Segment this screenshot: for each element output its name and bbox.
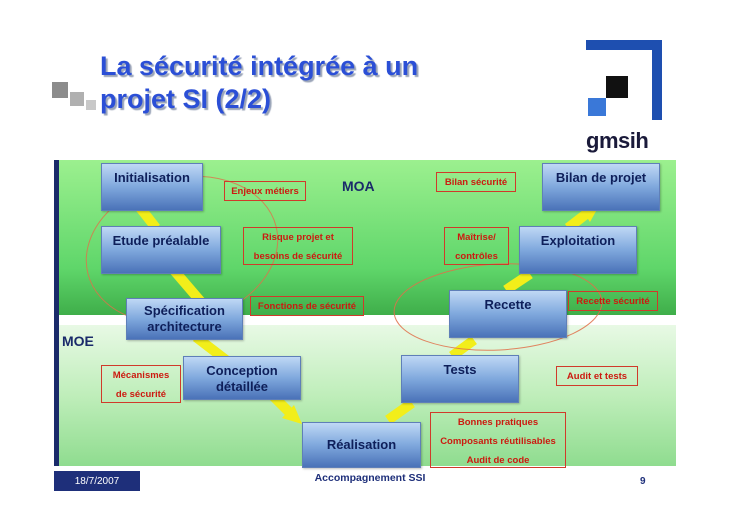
phase-tests-label: Tests <box>443 362 477 377</box>
phase-specification-line2: architecture <box>147 319 222 334</box>
note-mecanismes-securite: Mécanismes de sécurité <box>101 365 181 403</box>
note-recette-securite: Recette sécurité <box>568 291 658 311</box>
phase-initialisation: Initialisation <box>101 163 203 211</box>
phase-recette: Recette <box>449 290 567 338</box>
note-audit-code-text: Audit de code <box>466 455 530 466</box>
note-bonnes-text: Bonnes pratiques <box>457 417 539 428</box>
phase-exploitation: Exploitation <box>519 226 637 274</box>
moe-label: MOE <box>62 333 94 349</box>
note-bonnes-pratiques: Bonnes pratiques Composants réutilisable… <box>430 412 566 468</box>
phase-etude-prealable: Etude préalable <box>101 226 221 274</box>
page-title: La sécurité intégrée à un projet SI (2/2… <box>100 50 520 116</box>
note-maitrise-controles: Maîtrise/ contrôles <box>444 227 509 265</box>
title-decoration-square-2 <box>70 92 84 106</box>
note-audit-tests-text: Audit et tests <box>566 371 628 382</box>
note-risque-line2: besoins de sécurité <box>253 251 343 262</box>
note-fonctions-text: Fonctions de sécurité <box>257 301 357 312</box>
note-mecanismes-line1: Mécanismes <box>112 370 170 381</box>
phase-initialisation-label: Initialisation <box>114 170 190 185</box>
footer-date: 18/7/2007 <box>54 471 140 491</box>
phase-specification-line1: Spécification <box>144 303 225 318</box>
note-risque-line1: Risque projet et <box>262 232 334 243</box>
phase-conception-line1: Conception <box>206 363 278 378</box>
note-mecanismes-line2: de sécurité <box>115 389 167 400</box>
logo-text: gmsih <box>586 128 649 153</box>
phase-bilan-de-projet: Bilan de projet <box>542 163 660 211</box>
note-fonctions-securite: Fonctions de sécurité <box>250 296 364 316</box>
zone-edge-bar <box>54 160 59 466</box>
note-audit-tests: Audit et tests <box>556 366 638 386</box>
note-recette-securite-text: Recette sécurité <box>576 296 650 307</box>
page-number: 9 <box>640 476 646 487</box>
page-title-line2: projet SI (2/2) <box>100 84 272 114</box>
note-maitrise-line2: contrôles <box>455 251 498 262</box>
moa-label: MOA <box>342 178 375 194</box>
note-maitrise-line1: Maîtrise/ <box>457 232 496 243</box>
phase-exploitation-label: Exploitation <box>540 233 616 248</box>
phase-realisation-label: Réalisation <box>326 437 397 452</box>
page-title-line1: La sécurité intégrée à un <box>100 51 419 81</box>
note-bilan-securite-text: Bilan sécurité <box>444 177 508 188</box>
footer-title: Accompagnement SSI <box>314 472 426 484</box>
phase-realisation: Réalisation <box>302 422 421 468</box>
note-enjeux-metiers: Enjeux métiers <box>224 181 306 201</box>
phase-recette-label: Recette <box>484 297 532 312</box>
phase-tests: Tests <box>401 355 519 403</box>
note-composants-text: Composants réutilisables <box>440 436 556 447</box>
phase-bilan-label: Bilan de projet <box>555 170 647 185</box>
phase-conception-line2: détaillée <box>215 379 269 394</box>
title-decoration-square-3 <box>86 100 96 110</box>
phase-etude-prealable-label: Etude préalable <box>112 233 210 248</box>
note-enjeux-metiers-text: Enjeux métiers <box>231 186 299 197</box>
gmsih-logo-icon <box>586 40 662 120</box>
title-decoration-square-1 <box>52 82 68 98</box>
note-bilan-securite: Bilan sécurité <box>436 172 516 192</box>
note-risque-projet: Risque projet et besoins de sécurité <box>243 227 353 265</box>
